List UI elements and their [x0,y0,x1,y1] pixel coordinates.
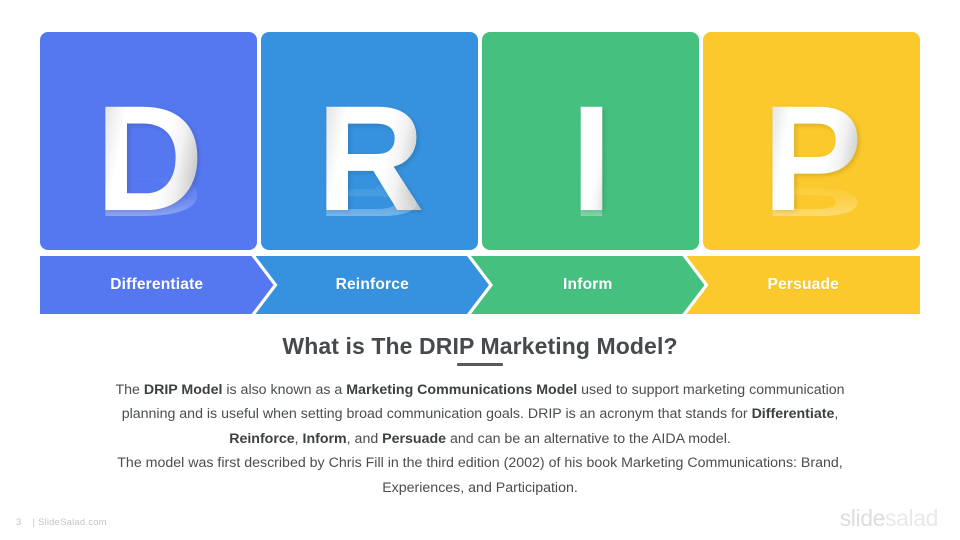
description-paragraph: The DRIP Model is also known as a Market… [52,378,908,500]
letter-glyph-p: P [762,74,862,242]
text-strong-inform: Inform [302,430,347,447]
text-strong-drip-model: DRIP Model [143,382,223,398]
letter-container: P P [703,61,920,242]
letter-glyph-d: D [95,74,203,242]
tile-inform[interactable]: I I [482,32,699,250]
description-line-1: The DRIP Model is also known as a Market… [52,378,908,402]
tile-reinforce[interactable]: R R [261,32,478,250]
text-fragment: , [294,430,303,447]
glyph-stack: I I [570,74,613,242]
glyph-stack: P P [762,74,862,242]
footer-page-info: 3 | SlideSalad.com [16,517,107,528]
text-fragment: , [834,406,839,423]
title-divider [457,363,503,366]
text-strong-persuade: Persuade [382,430,447,447]
description-line-4: The model was first described by Chris F… [117,455,843,472]
process-chevron-banner: Differentiate Reinforce Inform Persuade [40,256,920,314]
drip-letter-tiles: D D R R I I [40,32,920,250]
footer-site-label: | SlideSalad.com [32,517,107,528]
chevron-label-persuade: Persuade [767,276,839,293]
chevron-label-inform: Inform [563,276,613,293]
letter-container: I I [482,61,699,242]
letter-glyph-r: R [316,74,424,242]
description-line-5: Experiences, and Participation. [382,479,578,496]
text-strong-differentiate: Differentiate [751,406,835,423]
description-line-2: planning and is useful when setting broa… [52,402,908,426]
glyph-stack: D D [95,74,203,242]
text-fragment: is also known as a [222,382,347,398]
logo-text-slide: slide [839,505,886,531]
slide-number: 3 [16,517,22,528]
text-fragment: and can be an alternative to the AIDA mo… [446,430,731,447]
text-fragment: , and [346,430,383,447]
letter-glyph-i: I [570,74,613,242]
chevron-label-differentiate: Differentiate [110,276,204,293]
page-title: What is The DRIP Marketing Model? [282,333,678,359]
chevron-step-persuade[interactable]: Persuade [686,256,920,314]
text-fragment: used to support marketing communication [577,382,845,398]
description-line-3: Reinforce, Inform, and Persuade and can … [52,427,908,451]
chevron-step-differentiate[interactable]: Differentiate [40,256,274,314]
text-fragment: planning and is useful when setting broa… [121,406,752,423]
slidesalad-logo: slidesalad [839,505,939,531]
glyph-stack: R R [316,74,424,242]
text-strong-reinforce: Reinforce [229,430,295,447]
letter-container: R R [261,61,478,242]
logo-text-salad: salad [885,505,938,531]
tile-differentiate[interactable]: D D [40,32,257,250]
text-strong-mcm: Marketing Communications Model [346,382,578,398]
letter-container: D D [40,61,257,242]
chevron-step-reinforce[interactable]: Reinforce [256,256,490,314]
chevron-label-reinforce: Reinforce [335,276,409,293]
chevron-step-inform[interactable]: Inform [471,256,705,314]
tile-persuade[interactable]: P P [703,32,920,250]
text-fragment: The [115,382,144,398]
